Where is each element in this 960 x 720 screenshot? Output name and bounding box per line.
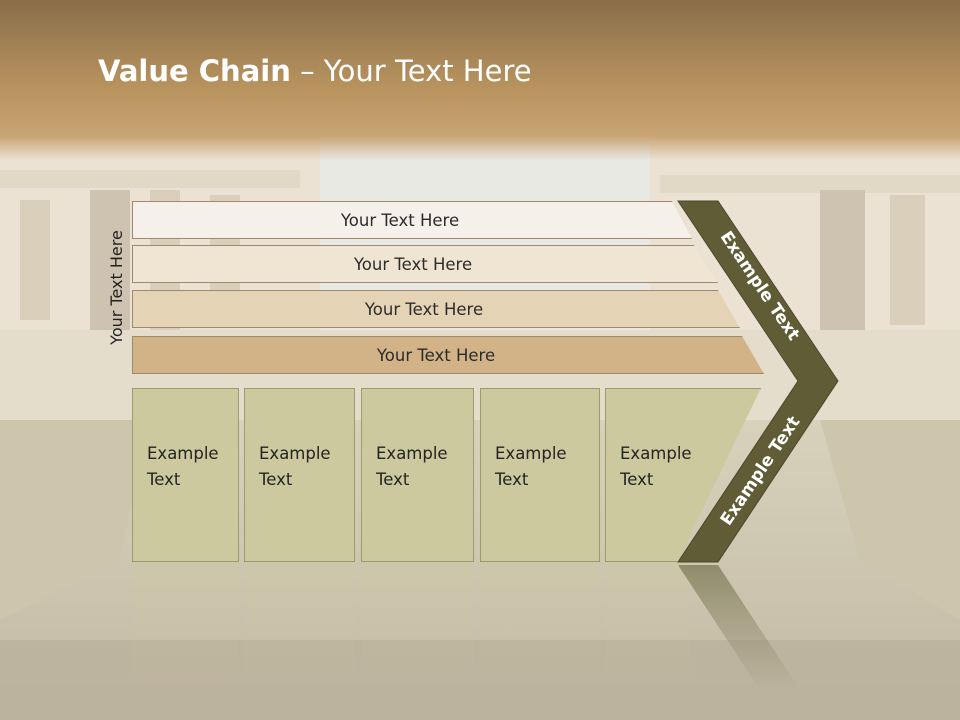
primary-activity-box[interactable]: Example Text bbox=[361, 388, 474, 562]
support-activity-label: Your Text Here bbox=[340, 210, 460, 230]
support-activity-label: Your Text Here bbox=[376, 345, 496, 365]
box-text-line: Example bbox=[147, 444, 219, 463]
title-bold: Value Chain bbox=[98, 54, 291, 88]
chevron-arrow-shape[interactable] bbox=[677, 200, 839, 563]
box-text-line: Example bbox=[495, 444, 567, 463]
support-activity-bar[interactable]: Your Text Here bbox=[132, 336, 764, 374]
primary-activity-box[interactable]: Example Text bbox=[244, 388, 355, 562]
support-activity-label: Your Text Here bbox=[364, 299, 484, 319]
box-text-line: Example bbox=[259, 444, 331, 463]
slide-title: Value Chain – Your Text Here bbox=[98, 54, 532, 88]
box-text-line: Example bbox=[376, 444, 448, 463]
title-rest: – Your Text Here bbox=[290, 54, 532, 88]
support-activity-bar[interactable]: Your Text Here bbox=[132, 201, 692, 239]
box-text-line: Text bbox=[259, 470, 293, 489]
box-text-line: Example bbox=[620, 444, 692, 463]
box-reflection bbox=[132, 562, 762, 692]
support-activity-label: Your Text Here bbox=[353, 254, 473, 274]
box-text-line: Text bbox=[376, 470, 410, 489]
chevron-reflection bbox=[678, 565, 800, 690]
box-text-line: Text bbox=[147, 470, 181, 489]
support-activity-bar[interactable]: Your Text Here bbox=[132, 290, 740, 328]
support-activity-bar[interactable]: Your Text Here bbox=[132, 245, 718, 283]
box-text-line: Text bbox=[495, 470, 529, 489]
primary-activity-box[interactable]: Example Text bbox=[480, 388, 600, 562]
primary-activity-box[interactable]: Example Text bbox=[132, 388, 239, 562]
box-text-line: Text bbox=[620, 470, 654, 489]
